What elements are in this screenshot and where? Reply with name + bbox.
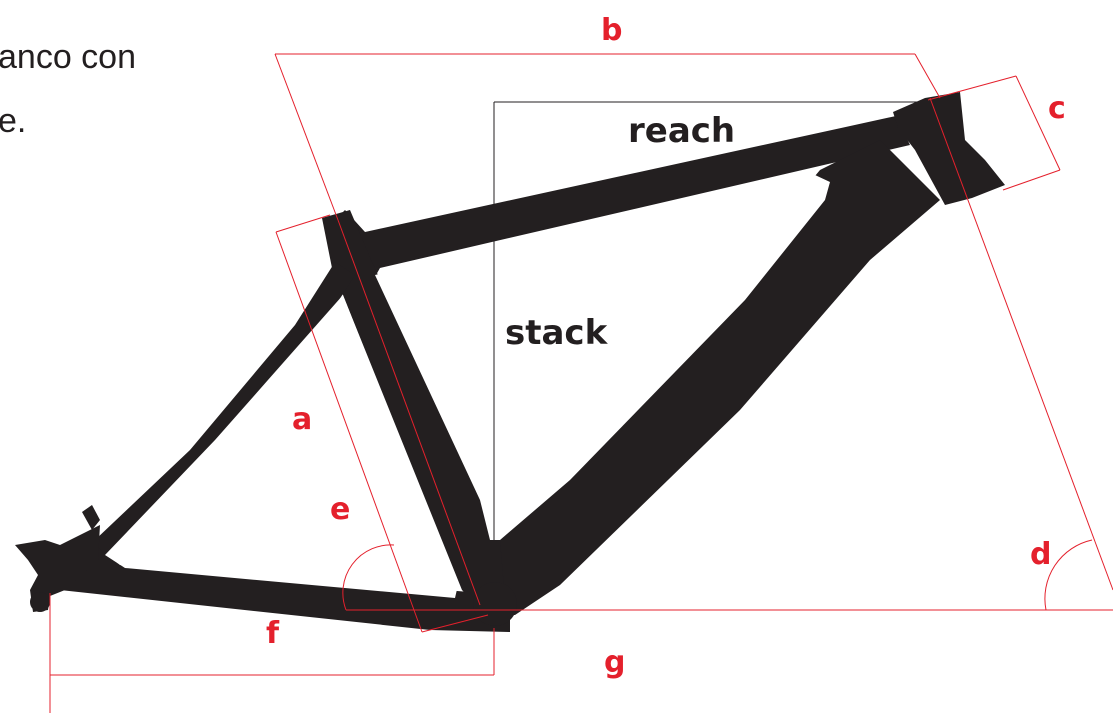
reach-stack-lines: [493, 101, 930, 540]
top-tube: [330, 116, 910, 282]
label-reach: reach: [628, 111, 736, 151]
label-g: g: [604, 645, 626, 680]
c-lower-line: [1002, 169, 1061, 191]
intro-text-line-2: e.: [0, 102, 27, 140]
label-d: d: [1030, 537, 1052, 572]
rear-dropout: [15, 525, 100, 612]
rear-triangle-opening: [105, 295, 458, 598]
intro-text-line-1: anco con: [0, 38, 136, 76]
b-left-line: [274, 53, 339, 221]
c-upper-line: [927, 75, 1017, 101]
label-a: a: [292, 402, 313, 437]
label-f: f: [266, 616, 280, 651]
down-tube: [470, 140, 940, 615]
c-end-line: [1015, 75, 1061, 171]
seat-tube: [322, 210, 505, 606]
label-stack: stack: [505, 313, 608, 353]
brake-mount: [82, 505, 100, 530]
seat-tube-axis: [337, 219, 481, 606]
a-side-line: [275, 231, 423, 633]
a-top-line: [275, 214, 331, 233]
seat-stay: [92, 262, 355, 562]
label-e: e: [330, 492, 351, 527]
e-angle-arc: [342, 544, 395, 611]
label-b: b: [601, 13, 623, 48]
rear-axle: [30, 592, 50, 612]
measurement-lines: [49, 53, 1113, 713]
d-angle-arc: [1044, 539, 1093, 611]
b-right-line: [914, 53, 941, 99]
bottom-bracket: [473, 582, 517, 626]
frame-openings: [105, 175, 830, 598]
front-triangle-opening: [375, 175, 830, 540]
chainstay-line: [421, 614, 489, 633]
head-tube-axis: [929, 97, 1113, 591]
label-c: c: [1048, 91, 1066, 126]
